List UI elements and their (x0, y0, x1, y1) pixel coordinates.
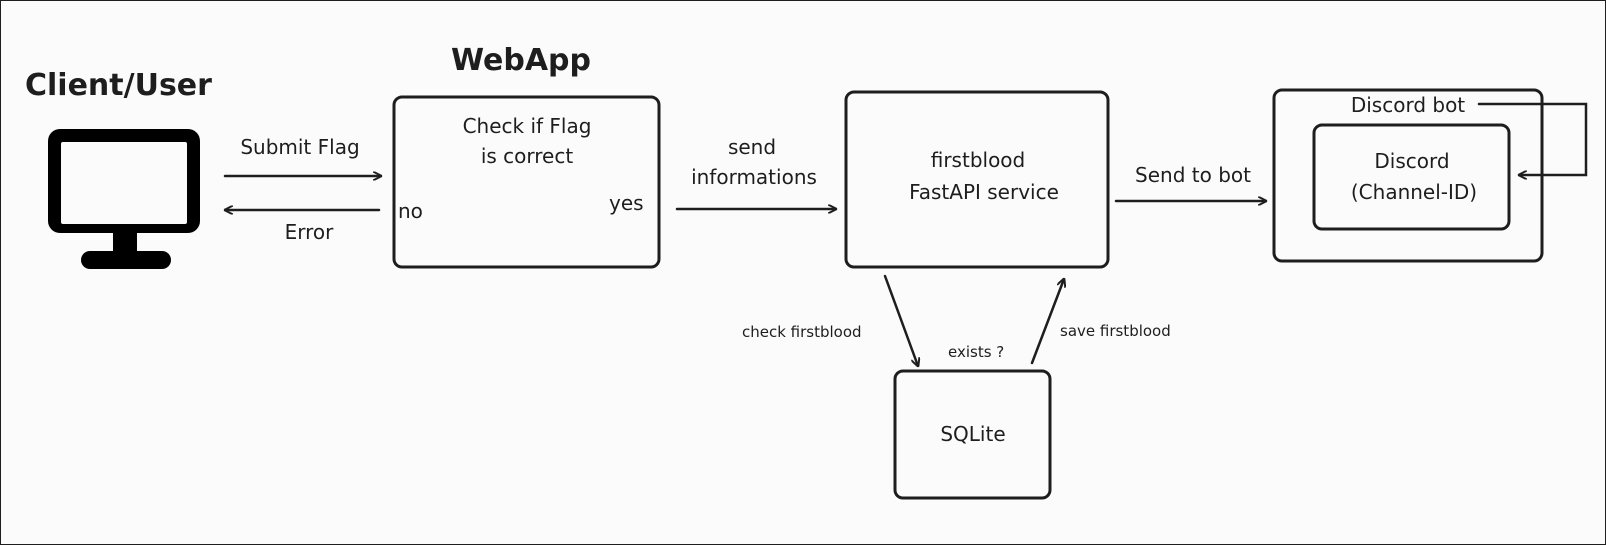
webapp-title: WebApp (451, 43, 591, 78)
send-info-line2: informations (691, 165, 817, 189)
service-line1: firstblood (931, 148, 1026, 172)
save-firstblood-label: save firstblood (1060, 322, 1171, 340)
save-firstblood-arrow (1030, 279, 1064, 365)
webapp-check-line1: Check if Flag (463, 114, 592, 138)
discord-bot-loop-arrow (1477, 102, 1588, 175)
send-info-line1: send (728, 135, 776, 159)
client-title: Client/User (25, 68, 212, 103)
discord-inner-line1: Discord (1374, 149, 1449, 173)
sqlite-box (893, 369, 1052, 500)
check-firstblood-arrow (883, 274, 918, 366)
discord-inner-line2: (Channel-ID) (1351, 180, 1477, 204)
error-label: Error (285, 220, 335, 244)
submit-flag-label: Submit Flag (240, 135, 359, 159)
service-line2: FastAPI service (909, 180, 1059, 204)
discord-channel-box (1312, 123, 1511, 231)
check-firstblood-label: check firstblood (742, 323, 862, 341)
send-to-bot-label: Send to bot (1135, 163, 1251, 187)
webapp-no-label: no (398, 199, 423, 223)
service-box (844, 90, 1110, 269)
discord-bot-label: Discord bot (1351, 93, 1465, 117)
webapp-check-line2: is correct (481, 144, 574, 168)
exists-label: exists ? (948, 343, 1004, 361)
webapp-yes-label: yes (609, 191, 644, 215)
monitor-icon (48, 129, 200, 269)
sqlite-label: SQLite (940, 422, 1005, 446)
webapp-box (392, 95, 661, 269)
